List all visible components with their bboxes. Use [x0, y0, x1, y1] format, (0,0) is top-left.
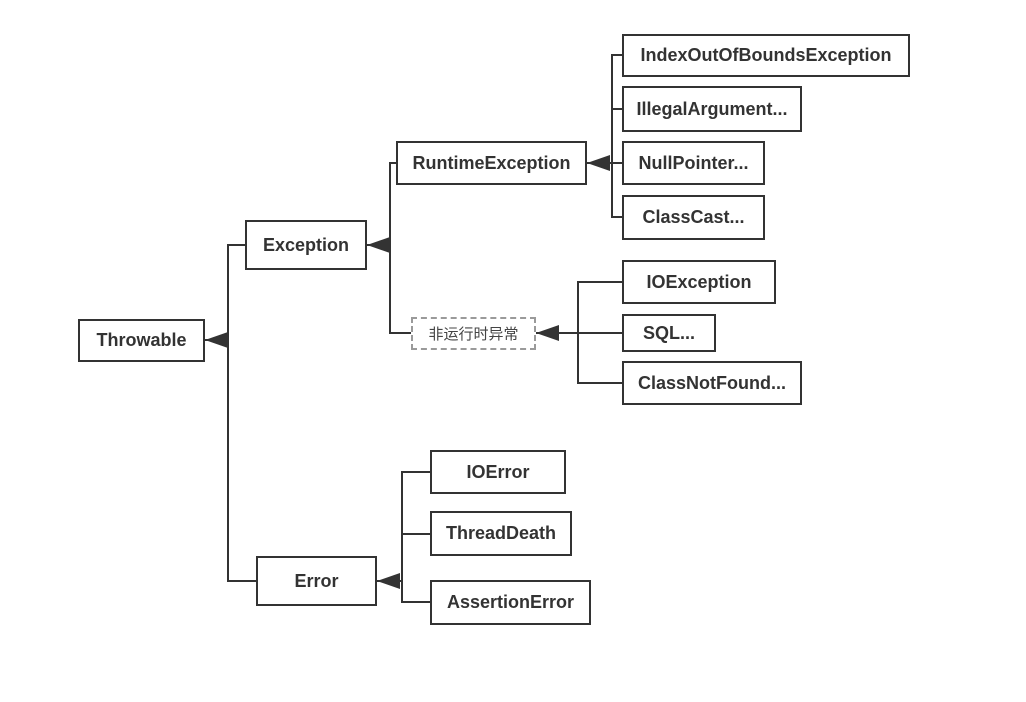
node-io-error: IOError — [430, 450, 566, 494]
node-throwable: Throwable — [78, 319, 205, 362]
node-class-not-found: ClassNotFound... — [622, 361, 802, 405]
arrowhead-exception — [367, 237, 390, 253]
connector-exception-nonruntime — [389, 245, 411, 334]
arrowhead-error — [377, 573, 400, 589]
connector-throwable-error — [227, 340, 256, 582]
connector-error-assertion — [401, 581, 430, 603]
node-io-exception: IOException — [622, 260, 776, 304]
node-class-cast: ClassCast... — [622, 195, 765, 240]
node-index-out-of-bounds: IndexOutOfBoundsException — [622, 34, 910, 77]
node-thread-death: ThreadDeath — [430, 511, 572, 556]
node-error: Error — [256, 556, 377, 606]
node-illegal-argument: IllegalArgument... — [622, 86, 802, 132]
connector-error-ioerror — [401, 471, 430, 581]
connector-exception-runtime — [389, 162, 396, 245]
arrowhead-nonruntime — [536, 325, 559, 341]
arrowhead-throwable — [205, 332, 228, 348]
connector-error-threaddeath — [401, 533, 430, 581]
connector-throwable-exception — [227, 244, 245, 340]
connector-nonruntime-io — [577, 281, 622, 333]
connector-runtime-classcast — [611, 163, 622, 218]
connector-runtime-illegal — [611, 108, 622, 163]
node-non-runtime-exception: 非运行时异常 — [411, 317, 536, 350]
node-assertion-error: AssertionError — [430, 580, 591, 625]
node-runtime-exception: RuntimeException — [396, 141, 587, 185]
node-sql: SQL... — [622, 314, 716, 352]
node-exception: Exception — [245, 220, 367, 270]
connector-nonruntime-classnotfound — [577, 333, 622, 384]
node-null-pointer: NullPointer... — [622, 141, 765, 185]
arrowhead-runtime — [587, 155, 610, 171]
